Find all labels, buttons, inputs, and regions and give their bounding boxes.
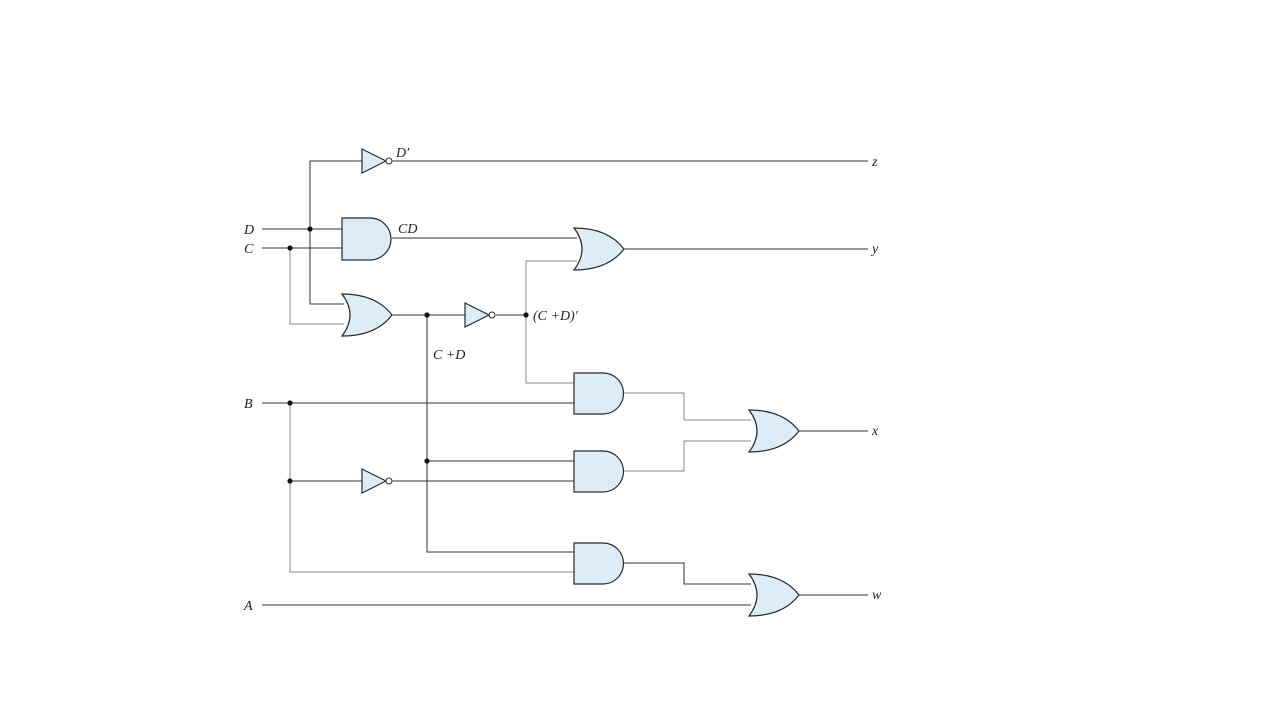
- input-label-c: C: [244, 242, 254, 257]
- junction-d: [307, 226, 313, 232]
- annotation-d-not: D′: [395, 146, 410, 161]
- not-gate-c-plus-d: [464, 302, 496, 328]
- annotation-c-plus-d-not: (C +D)′: [533, 309, 579, 324]
- wire-b-vertical: [289, 403, 574, 573]
- input-label-b: B: [244, 397, 253, 412]
- wire-and2-to-or-x: [624, 392, 751, 421]
- junction-c-plus-d-and3: [424, 458, 430, 464]
- output-label-y: y: [870, 242, 879, 257]
- or-gate-c-plus-d: [340, 293, 393, 337]
- and-gate-cd: [341, 217, 392, 261]
- wire-c-plus-d-down: [426, 315, 574, 553]
- and-gate-b-c-plus-d-not: [573, 372, 625, 415]
- not-gate-d: [361, 148, 393, 174]
- output-label-w: w: [872, 588, 882, 603]
- output-label-z: z: [871, 155, 878, 170]
- junction-b-not: [287, 478, 293, 484]
- not-gate-b: [361, 468, 393, 494]
- wire-c-plus-d-not-to-or-y: [525, 260, 577, 315]
- input-label-d: D: [243, 223, 254, 238]
- and-gate-b-not-c-plus-d: [573, 450, 625, 493]
- junction-c-plus-d-not: [523, 312, 529, 318]
- wire-c-plus-d-not-to-and2: [525, 315, 574, 384]
- junction-c: [287, 245, 293, 251]
- wire-c-to-or1: [289, 248, 344, 325]
- junction-c-plus-d: [424, 312, 430, 318]
- junction-b: [287, 400, 293, 406]
- wire-d-to-or1: [309, 229, 344, 305]
- output-label-x: x: [871, 424, 879, 439]
- or-gate-x: [747, 409, 800, 453]
- input-label-a: A: [243, 599, 253, 614]
- wire-d-to-not: [309, 160, 362, 229]
- annotation-c-plus-d: C +D: [433, 348, 465, 363]
- annotation-cd: CD: [398, 222, 417, 237]
- or-gate-y: [572, 227, 625, 271]
- and-gate-b-c-plus-d: [573, 542, 625, 585]
- wire-and4-to-or-w: [624, 562, 751, 585]
- or-gate-w: [747, 573, 800, 617]
- wire-and3-to-or-x: [624, 440, 751, 472]
